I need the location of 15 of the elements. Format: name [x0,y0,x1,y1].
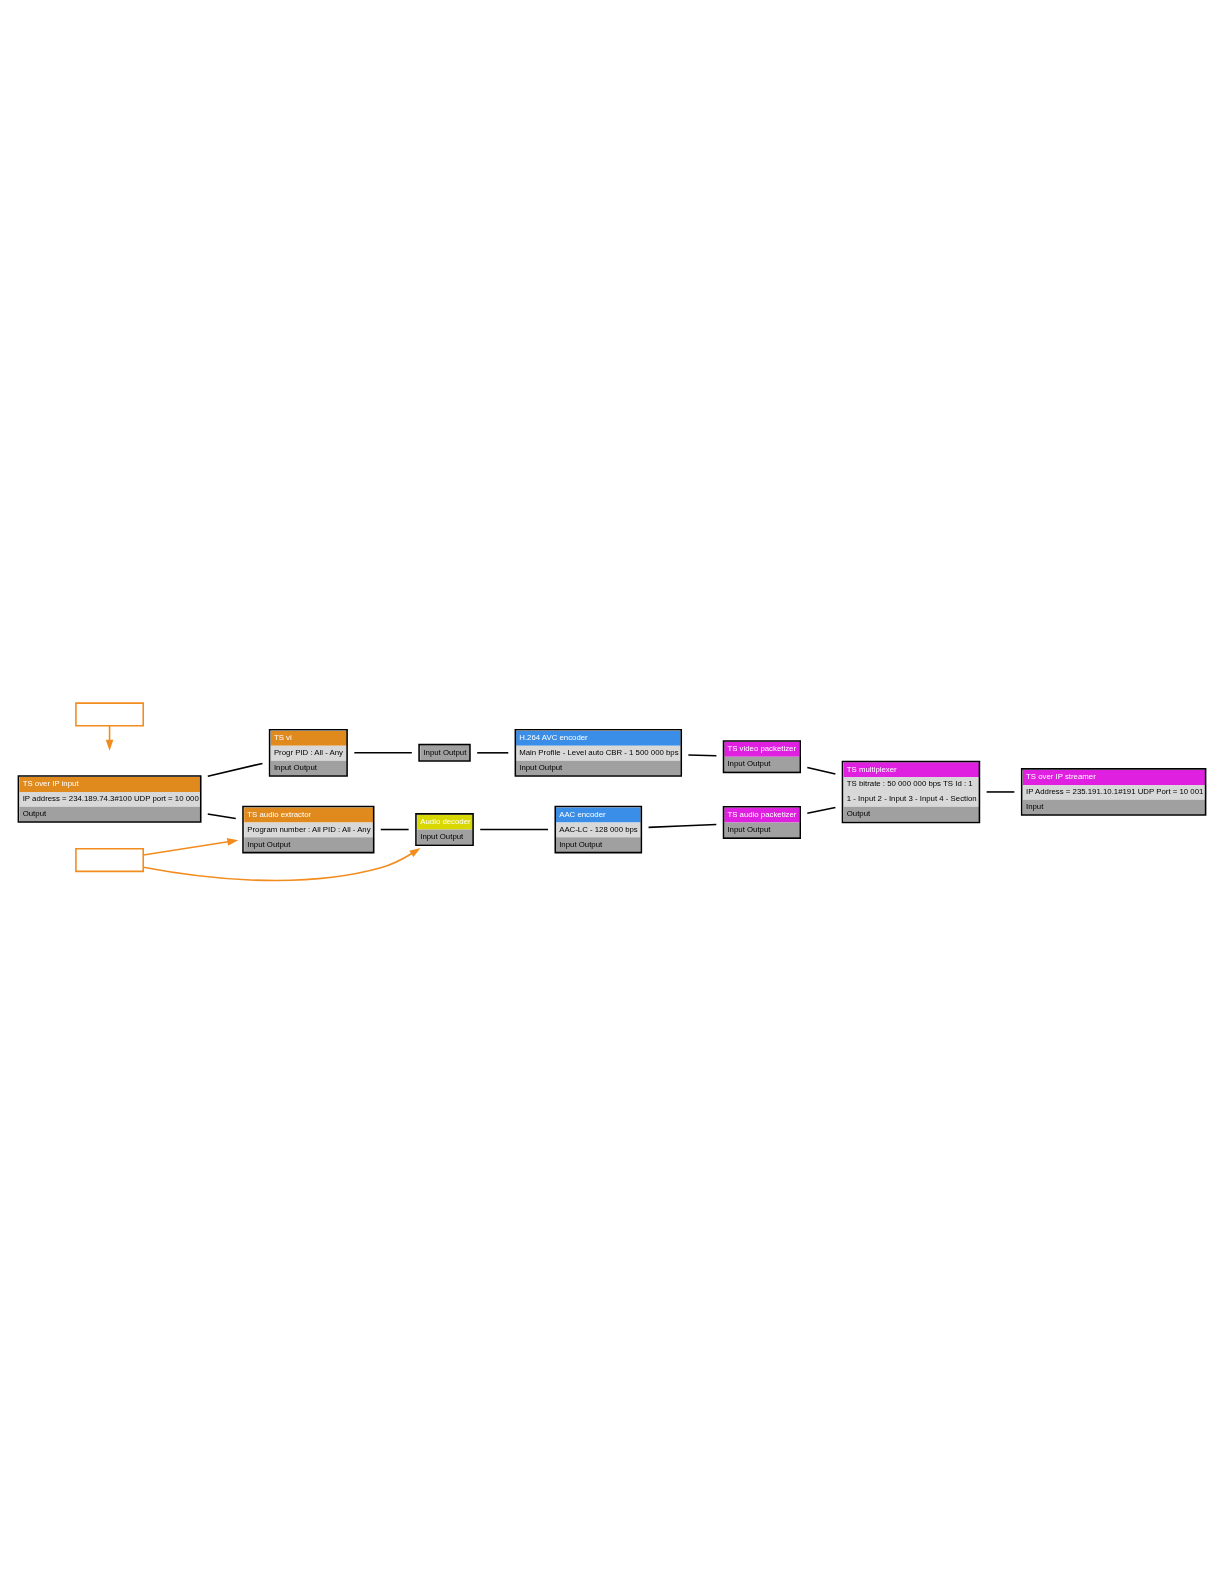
node-box [75,702,144,727]
connector [479,828,549,831]
connector [647,823,718,829]
node-box [75,847,144,873]
arrow [142,847,421,882]
connector [806,806,837,815]
connector [380,828,410,831]
connector [207,813,237,820]
arrow [142,838,239,856]
connector [806,766,837,775]
connector [687,754,718,757]
connector [476,752,510,754]
connector [207,762,264,777]
connector [353,752,413,754]
connector [985,791,1016,793]
